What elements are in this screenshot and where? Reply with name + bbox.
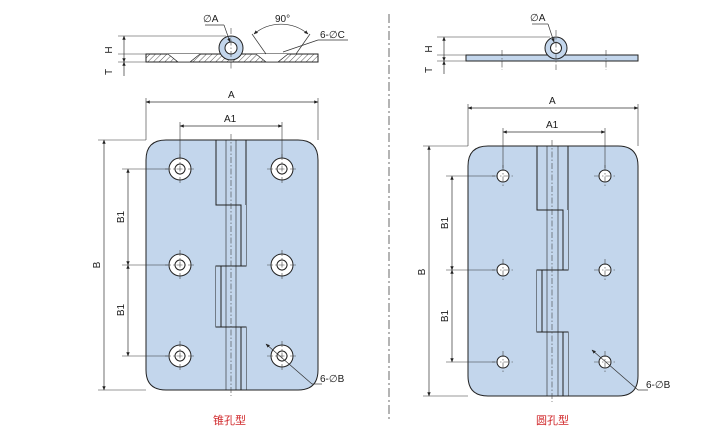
left-hinge-group: ∅A 90° 6-∅C H T [92, 14, 348, 427]
right-t-label: T [424, 67, 435, 73]
left-angle-label: 90° [275, 14, 290, 25]
right-side-view: ∅A H T [424, 13, 639, 74]
left-front-view: 6-∅B [145, 134, 345, 396]
left-a-label: A [228, 90, 235, 101]
right-b1-lower-label: B1 [440, 309, 451, 322]
left-b-label: B [92, 261, 103, 268]
left-hole-2 [267, 154, 297, 184]
left-hole-1 [165, 154, 195, 184]
right-holes-label: 6-∅B [646, 380, 671, 391]
right-a1-label: A1 [546, 120, 559, 131]
right-hole-3 [492, 259, 514, 281]
right-hole-1 [492, 165, 514, 187]
left-holes-label: 6-∅B [320, 374, 345, 385]
right-hinge-group: ∅A H T [417, 13, 671, 427]
right-h-label: H [424, 45, 435, 52]
left-countersink-label: 6-∅C [320, 30, 345, 41]
left-h-label: H [104, 46, 115, 53]
left-hole-6 [267, 341, 297, 371]
right-dia-a-label: ∅A [530, 13, 546, 24]
right-caption: 圆孔型 [536, 413, 569, 427]
left-dia-a-label: ∅A [203, 14, 219, 25]
left-t-label: T [104, 69, 115, 75]
left-hole-3 [165, 250, 195, 280]
left-b1-upper-label: B1 [116, 210, 127, 223]
left-hole-5 [165, 341, 195, 371]
left-hole-4 [267, 250, 297, 280]
left-a1-label: A1 [224, 114, 237, 125]
right-hole-5 [492, 351, 514, 373]
right-hole-2 [594, 165, 616, 187]
left-side-view: ∅A 90° 6-∅C H T [104, 14, 348, 76]
left-b1-lower-label: B1 [116, 303, 127, 316]
left-caption: 锥孔型 [213, 413, 246, 427]
right-hole-4 [594, 259, 616, 281]
right-b-label: B [417, 268, 428, 275]
right-a-label: A [549, 96, 556, 107]
right-b1-upper-label: B1 [440, 216, 451, 229]
right-front-view: 6-∅B [467, 140, 671, 402]
